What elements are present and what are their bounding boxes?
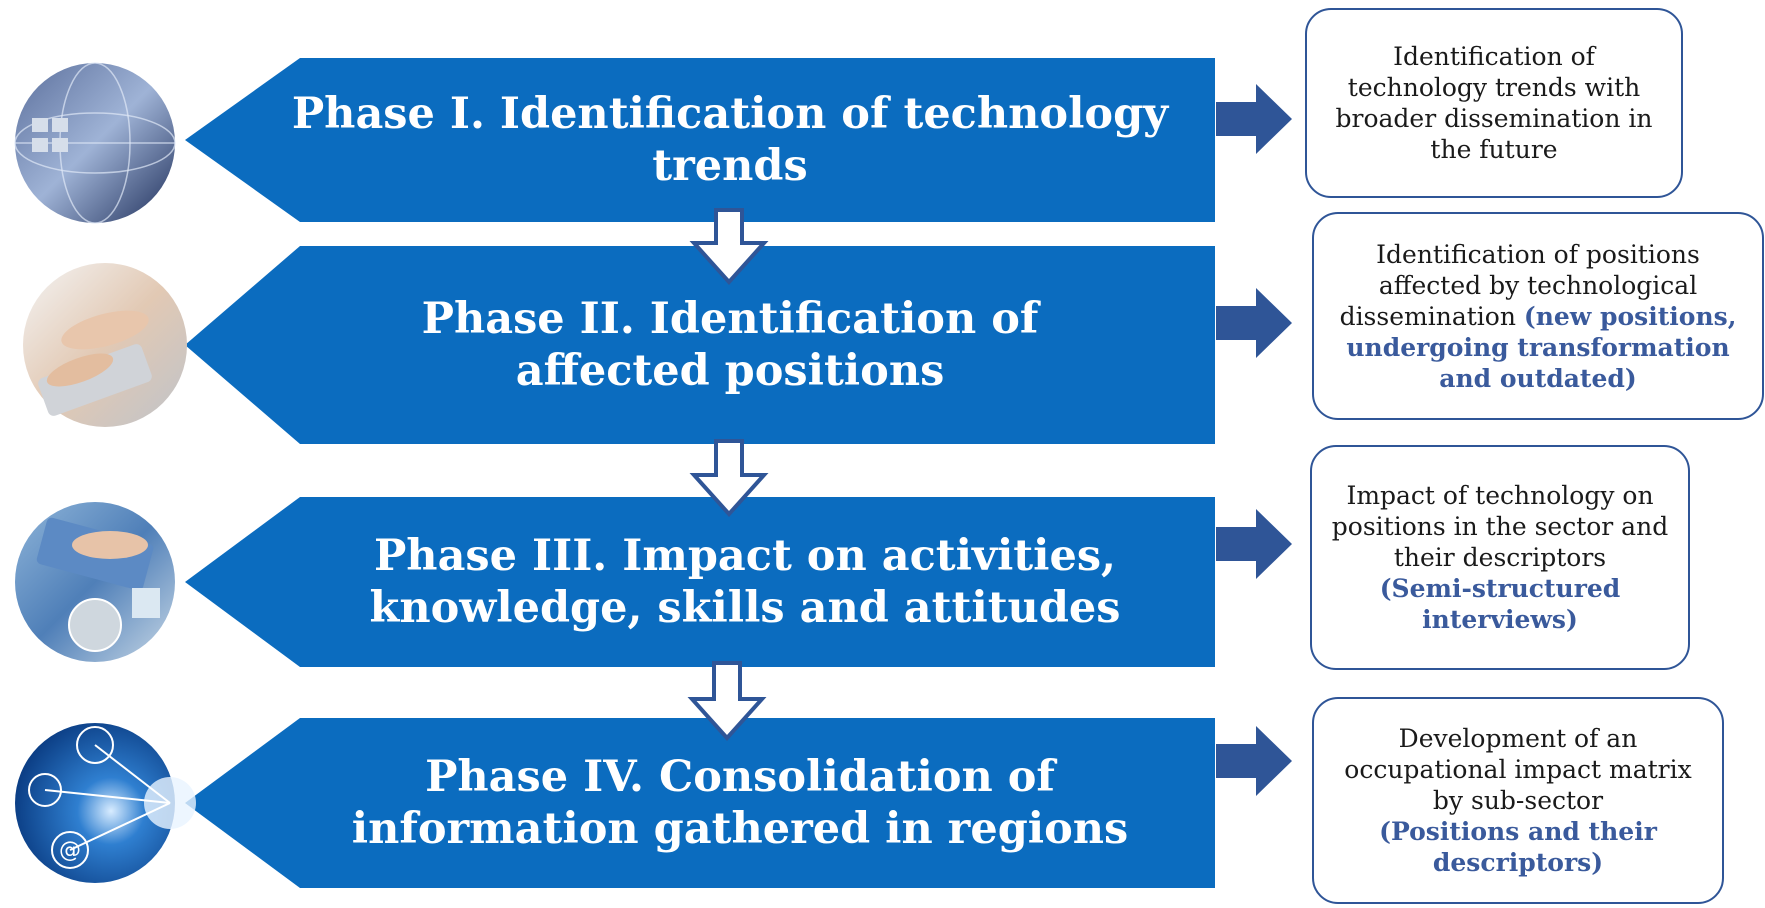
svg-text:@: @ [59,838,81,863]
computer-devices-icon [15,502,175,662]
typing-hands-icon [23,263,187,427]
outcome-4-highlight: (Positions and their descriptors) [1379,817,1657,877]
outcome-1-text: Identification of technology trends with… [1335,42,1653,164]
down-arrow-1 [689,208,769,285]
outcome-3-highlight: (Semi-structured interviews) [1379,574,1621,634]
outcome-3-text: Impact of technology on positions in the… [1331,481,1669,572]
outcome-4-text: Development of an occupational impact ma… [1344,724,1692,815]
right-arrow-2 [1216,288,1292,358]
outcome-2-highlight: (new positions, undergoing transformatio… [1346,301,1737,393]
phase-1-shape [185,58,1215,222]
phase-1-label: Phase I. Identification of technology tr… [291,89,1169,191]
phase-3-label: Phase III. Impact on activities, knowled… [369,531,1121,633]
phase-2-shape [185,246,1215,444]
network-globe-icon: @ [15,723,196,883]
right-arrow-4 [1216,726,1292,796]
phase-3-shape [185,497,1215,667]
down-arrow-3 [687,661,767,741]
down-arrow-2 [689,439,769,517]
keyboard-globe-icon [14,62,176,224]
phase-2-label: Phase II. Identification of affected pos… [421,294,1039,396]
outcome-2-text: Identification of positions affected by … [1339,239,1700,331]
right-arrow-3 [1216,509,1292,579]
outcome-box-3: Impact of technology on positions in the… [1310,445,1690,670]
right-arrow-1 [1216,84,1292,154]
outcome-box-4: Development of an occupational impact ma… [1312,697,1724,904]
outcome-box-2: Identification of positions affected by … [1312,212,1764,420]
phase-4-label: Phase IV. Consolidation of information g… [351,752,1129,854]
phase-4-shape [185,718,1215,888]
outcome-box-1: Identification of technology trends with… [1305,8,1683,198]
